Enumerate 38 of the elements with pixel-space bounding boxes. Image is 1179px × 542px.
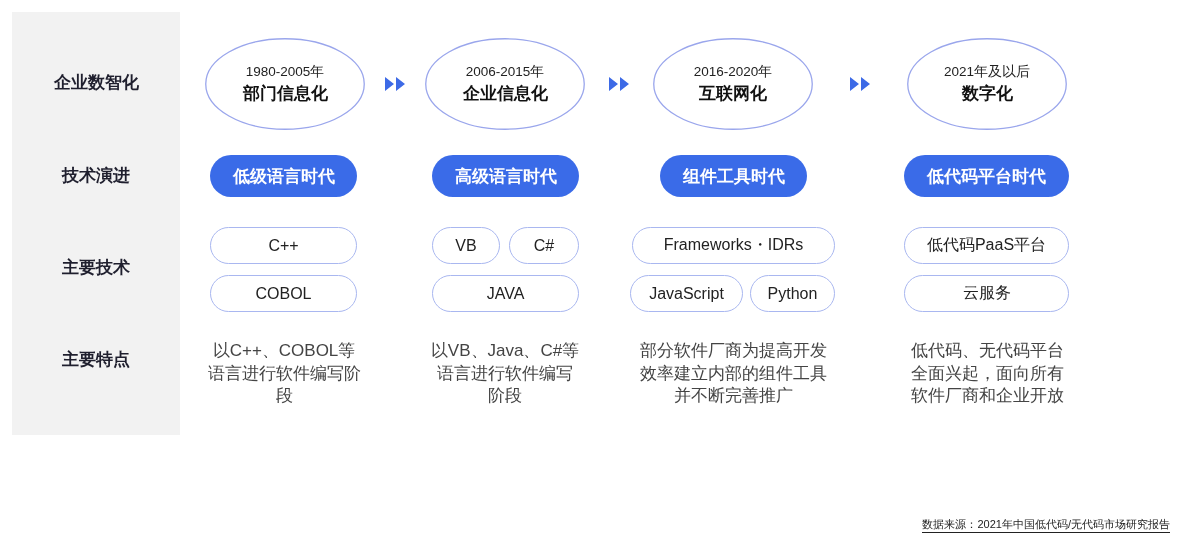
era-tag: 低级语言时代 xyxy=(210,155,357,197)
row-header: 技术演进 xyxy=(62,165,130,187)
description-text: 以VB、Java、C#等语言进行软件编写阶段 xyxy=(430,340,580,407)
double-chevron-arrow xyxy=(385,77,405,91)
technology-tag: JavaScript xyxy=(630,275,743,312)
era-tag: 组件工具时代 xyxy=(660,155,807,197)
year-range-text: 1980-2005年 xyxy=(245,63,325,81)
technology-tag: 云服务 xyxy=(904,275,1069,312)
phase-title: 互联网化 xyxy=(699,83,767,105)
technology-tag: Python xyxy=(750,275,835,312)
period-ellipse xyxy=(907,38,1067,130)
row-header: 主要特点 xyxy=(62,349,130,371)
row-header: 企业数智化 xyxy=(53,72,139,94)
source-note: 数据来源：2021年中国低代码/无代码市场研究报告 xyxy=(922,517,1170,533)
technology-tag: Frameworks・IDRs xyxy=(632,227,835,264)
technology-tag: JAVA xyxy=(432,275,579,312)
double-chevron-arrow xyxy=(850,77,870,91)
row-header: 主要技术 xyxy=(62,257,130,279)
year-range-text: 2016-2020年 xyxy=(693,63,773,81)
year-range-text: 2021年及以后 xyxy=(943,63,1030,81)
phase-title: 部门信息化 xyxy=(242,83,328,105)
year-range-text: 2006-2015年 xyxy=(465,63,545,81)
period-ellipse xyxy=(425,38,585,130)
description-text: 部分软件厂商为提高开发效率建立内部的组件工具并不断完善推广 xyxy=(638,340,828,407)
era-tag: 高级语言时代 xyxy=(432,155,579,197)
description-text: 以C++、COBOL等语言进行软件编写阶段 xyxy=(206,340,362,407)
era-tag: 低代码平台时代 xyxy=(904,155,1069,197)
phase-title: 企业信息化 xyxy=(462,83,548,105)
technology-tag: COBOL xyxy=(210,275,357,312)
description-text: 低代码、无代码平台全面兴起，面向所有软件厂商和企业开放 xyxy=(909,340,1065,407)
technology-tag: C# xyxy=(509,227,579,264)
technology-tag: 低代码PaaS平台 xyxy=(904,227,1069,264)
period-ellipse xyxy=(653,38,813,130)
period-ellipse xyxy=(205,38,365,130)
technology-tag: C++ xyxy=(210,227,357,264)
phase-title: 数字化 xyxy=(961,83,1013,105)
double-chevron-arrow xyxy=(609,77,629,91)
technology-tag: VB xyxy=(432,227,500,264)
